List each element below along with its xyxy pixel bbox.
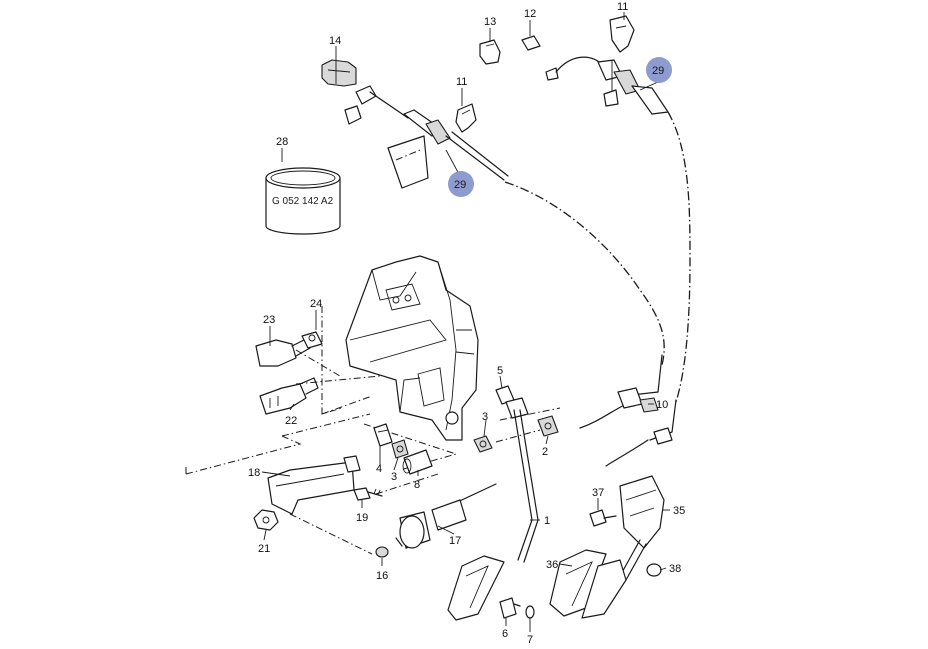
label-37: 37 <box>592 487 604 499</box>
label-13: 13 <box>484 16 496 28</box>
assembly-lines <box>185 306 660 555</box>
label-11-right: 11 <box>617 1 628 13</box>
bracket-part-11-right <box>603 15 635 107</box>
switch-part-23 <box>255 331 323 367</box>
part-number-labels: 14 28 13 12 11 11 29 29 24 23 22 18 21 1… <box>248 1 685 646</box>
switch-part-22 <box>259 377 319 415</box>
label-24: 24 <box>310 298 322 310</box>
label-14: 14 <box>329 35 341 47</box>
badge-29-right: 29 <box>646 57 672 83</box>
bracket-part-18 <box>267 455 361 515</box>
badge-29-left: 29 <box>448 171 474 197</box>
clip-part-12 <box>521 35 541 51</box>
label-1: 1 <box>544 515 550 527</box>
label-4: 4 <box>376 463 382 475</box>
label-21: 21 <box>258 543 270 555</box>
label-35: 35 <box>673 505 685 517</box>
label-3-left: 3 <box>391 471 397 483</box>
label-8: 8 <box>414 479 420 491</box>
label-36: 36 <box>546 559 558 571</box>
clip-part-4 <box>373 423 393 447</box>
label-28: 28 <box>276 136 288 148</box>
washer-part-7 <box>525 605 535 619</box>
label-17: 17 <box>449 535 461 547</box>
bushing-part-3-left <box>391 439 409 459</box>
clip-part-14 <box>321 59 357 87</box>
label-19: 19 <box>356 512 368 524</box>
label-2: 2 <box>542 446 548 458</box>
nut-part-21 <box>253 509 279 531</box>
label-11-left: 11 <box>456 76 467 88</box>
pedal-pad-part-36 <box>549 549 627 619</box>
part-marking-text: G 052 142 A2 <box>272 196 334 207</box>
bushing-part-3-right <box>473 435 493 453</box>
bracket-part-11-left <box>455 103 477 133</box>
label-38: 38 <box>669 563 681 575</box>
spacer-part-8 <box>402 449 433 475</box>
module-part-35 <box>619 475 665 581</box>
label-10: 10 <box>656 399 668 411</box>
label-3-right: 3 <box>482 411 488 423</box>
label-7: 7 <box>527 634 533 646</box>
label-16: 16 <box>376 570 388 582</box>
label-22: 22 <box>285 415 297 427</box>
label-29-right: 29 <box>652 65 664 77</box>
ring-part-28: G 052 142 A2 <box>265 167 341 235</box>
bolt-part-19 <box>353 487 383 501</box>
label-6: 6 <box>502 628 508 640</box>
leader-lines <box>261 12 670 632</box>
cable-end-left <box>344 85 509 189</box>
cap-part-16 <box>375 546 389 558</box>
label-18: 18 <box>248 467 260 479</box>
rod-part-17 <box>395 483 497 549</box>
cap-part-38 <box>646 563 662 577</box>
label-5: 5 <box>497 365 503 377</box>
bushing-part-2 <box>537 415 559 437</box>
cable-end-part-10 <box>617 387 673 445</box>
clip-part-13 <box>479 39 501 65</box>
cable-upper <box>504 181 665 366</box>
pedal-bracket <box>345 255 479 441</box>
cable-right <box>667 111 691 403</box>
label-12: 12 <box>524 8 536 20</box>
sensor-part-6 <box>499 597 521 619</box>
label-23: 23 <box>263 314 275 326</box>
accelerator-cables <box>504 111 691 467</box>
screw-part-37 <box>589 509 617 527</box>
label-29-left: 29 <box>454 179 466 191</box>
